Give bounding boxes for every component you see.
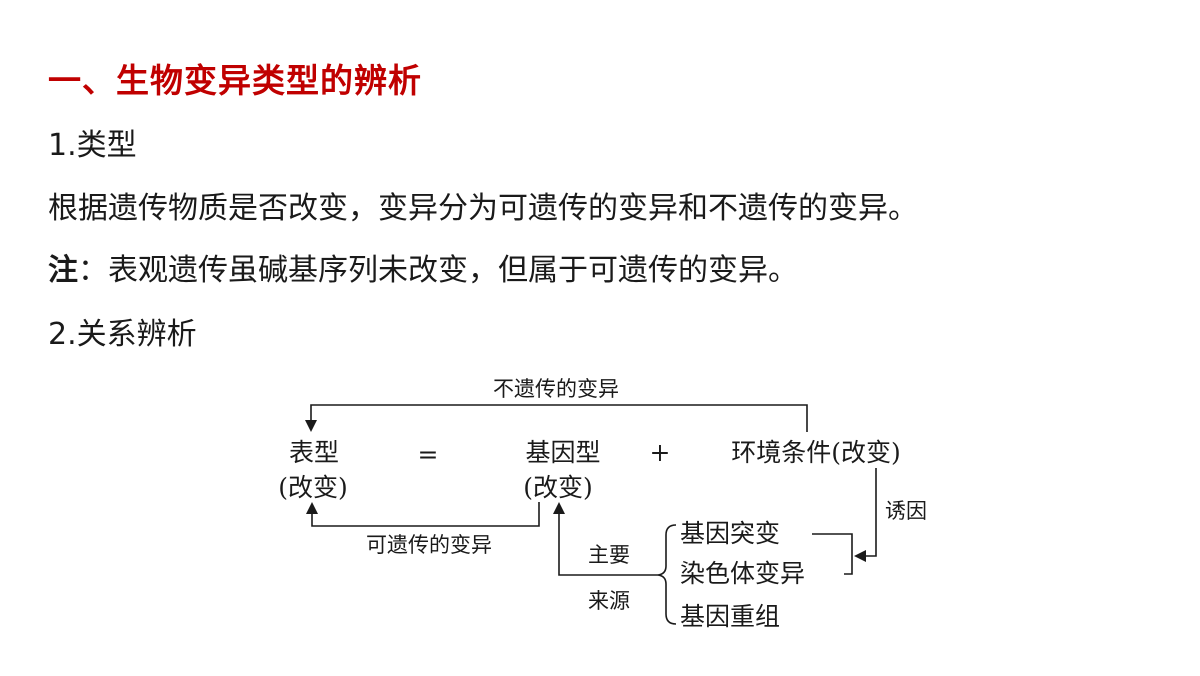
plus-sign: + xyxy=(650,438,671,467)
note-label: 注 xyxy=(48,253,78,288)
non-heritable-label: 不遗传的变异 xyxy=(493,377,619,401)
heritable-arrowhead xyxy=(306,502,318,514)
chromosome-connector xyxy=(844,556,853,575)
sources-brace xyxy=(657,524,677,625)
main-label: 主要 xyxy=(588,543,630,567)
induce-label: 诱因 xyxy=(885,499,927,523)
environment-text: 环境条件(改变) xyxy=(731,438,901,467)
source-arrowhead xyxy=(553,502,565,514)
source-label: 来源 xyxy=(588,589,630,613)
source-gene-mutation: 基因突变 xyxy=(680,519,780,548)
heritable-arrow xyxy=(311,502,540,527)
non-heritable-arrowhead xyxy=(305,420,317,432)
section-2-title: 2.关系辨析 xyxy=(48,317,197,352)
genotype-text: 基因型 xyxy=(525,438,600,467)
genotype-sub-text: (改变) xyxy=(523,473,593,502)
page-heading: 一、生物变异类型的辨析 xyxy=(48,61,422,100)
source-arrow xyxy=(558,512,658,576)
source-gene-recombination: 基因重组 xyxy=(680,602,780,631)
section-1-note: 注：表观遗传虽碱基序列未改变，但属于可遗传的变异。 xyxy=(48,245,798,289)
heritable-label: 可遗传的变异 xyxy=(366,533,492,557)
section-1-title: 1.类型 xyxy=(48,128,137,163)
non-heritable-arrow xyxy=(310,404,808,432)
phenotype-sub-text: (改变) xyxy=(278,473,348,502)
source-chromosome-variation: 染色体变异 xyxy=(680,559,805,588)
phenotype-text: 表型 xyxy=(289,438,339,467)
note-text: ：表观遗传虽碱基序列未改变，但属于可遗传的变异。 xyxy=(78,253,798,288)
induce-arrow xyxy=(864,468,877,557)
equals-sign: = xyxy=(418,440,439,469)
mutation-connector xyxy=(812,533,853,556)
section-1-body: 根据遗传物质是否改变，变异分为可遗传的变异和不遗传的变异。 xyxy=(48,191,918,226)
induce-arrowhead xyxy=(854,550,866,562)
